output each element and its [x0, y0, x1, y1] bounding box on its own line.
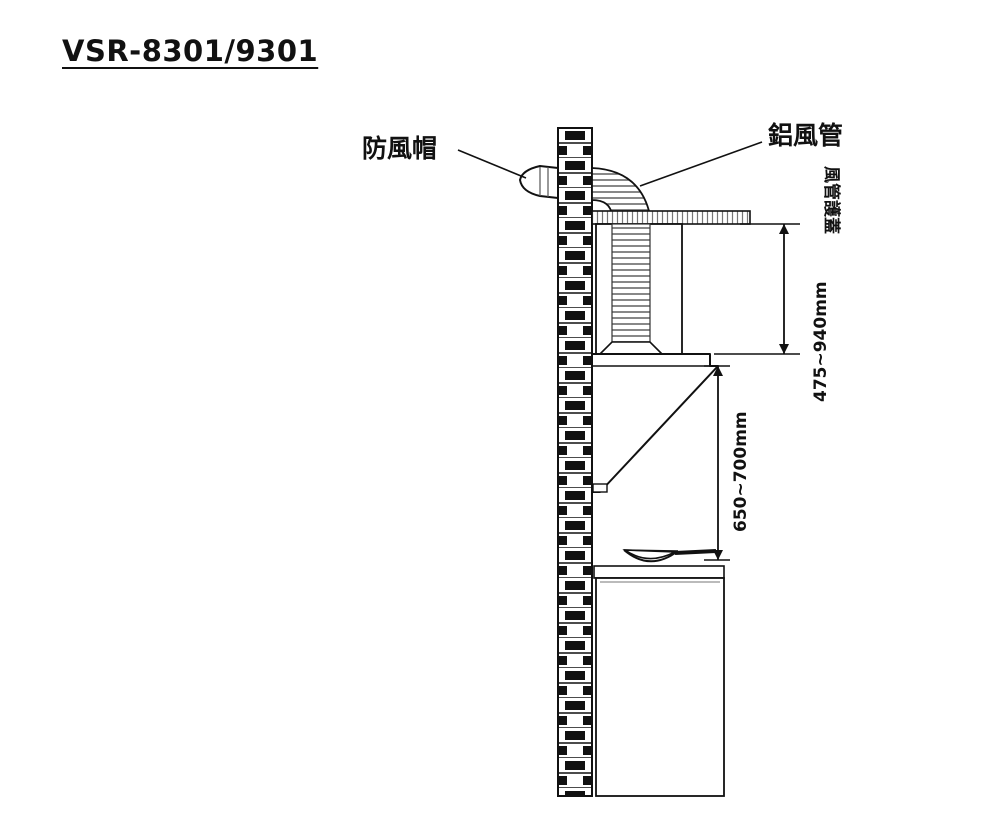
duct-leader-line [639, 141, 763, 187]
lower-dimension-label: 650~700mm [731, 411, 751, 532]
wind-cap-label: 防風帽 [362, 134, 437, 163]
duct-cover-label: 風管護蓋 [821, 166, 842, 234]
wind-cap [518, 164, 559, 200]
upper-dimension-line [714, 223, 800, 355]
duct-cover [595, 223, 683, 355]
brick-wall [557, 127, 593, 797]
kitchen-cabinet [593, 565, 725, 797]
wok-pan [622, 549, 717, 563]
range-hood [591, 353, 719, 493]
page-title: VSR-8301/9301 [62, 34, 319, 68]
upper-dimension-label: 475~940mm [811, 281, 831, 402]
ceiling-slab [591, 210, 751, 225]
lower-dimension-line [704, 365, 730, 561]
aluminum-duct-label: 鋁風管 [768, 121, 843, 150]
cap-leader-line [457, 149, 527, 179]
